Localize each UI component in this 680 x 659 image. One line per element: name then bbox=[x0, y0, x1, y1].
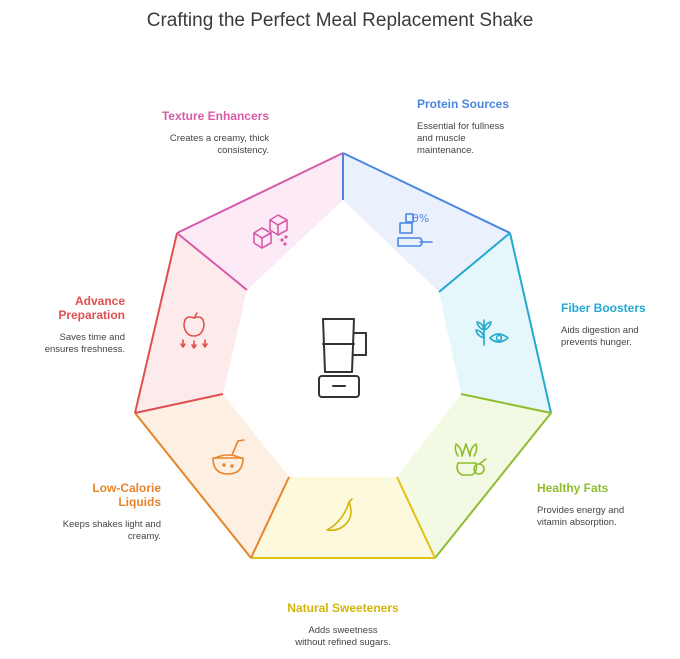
segment-edge bbox=[509, 232, 552, 414]
segment-divider bbox=[460, 393, 552, 414]
coconut-drink-icon bbox=[212, 439, 245, 475]
grain-eye-icon bbox=[475, 319, 509, 346]
avocado-plant-icon bbox=[454, 443, 487, 476]
segment-natural-sweeteners bbox=[251, 477, 435, 558]
segment-heading: Natural Sweeteners bbox=[287, 601, 399, 615]
page-title: Crafting the Perfect Meal Replacement Sh… bbox=[146, 10, 534, 31]
segment-heading: Fiber Boosters bbox=[561, 301, 646, 315]
segment-low-calorie-liquids bbox=[135, 394, 289, 558]
segment-edge bbox=[342, 152, 511, 234]
segment-divider bbox=[438, 232, 511, 293]
segment-healthy-fats bbox=[397, 394, 551, 558]
segment-divider bbox=[134, 393, 224, 414]
segment-edge bbox=[176, 152, 344, 234]
banana-icon bbox=[326, 498, 353, 532]
segment-heading: Protein Sources bbox=[417, 97, 510, 111]
segment-edge bbox=[434, 412, 552, 559]
svg-text:θ%: θ% bbox=[412, 212, 429, 225]
ice-cubes-icon bbox=[253, 214, 288, 249]
protein-scoop-icon: θ% bbox=[397, 212, 433, 247]
apple-arrows-icon bbox=[180, 312, 208, 349]
segment-divider bbox=[176, 232, 248, 291]
segment-heading: Texture Enhancers bbox=[161, 109, 269, 123]
segment-heading: Healthy Fats bbox=[537, 481, 609, 495]
blender-icon bbox=[318, 318, 367, 398]
segment-protein-sources bbox=[343, 153, 510, 292]
segment-edge bbox=[134, 412, 252, 559]
segment-advance-preparation bbox=[135, 233, 247, 413]
label-texture-enhancers: Texture Enhancers Creates a creamy, thic… bbox=[89, 109, 269, 157]
segment-divider bbox=[396, 476, 436, 559]
segment-fiber-boosters bbox=[439, 233, 551, 413]
segment-edge bbox=[134, 232, 178, 414]
segment-texture-enhancers bbox=[177, 153, 343, 290]
segment-divider bbox=[250, 476, 290, 559]
